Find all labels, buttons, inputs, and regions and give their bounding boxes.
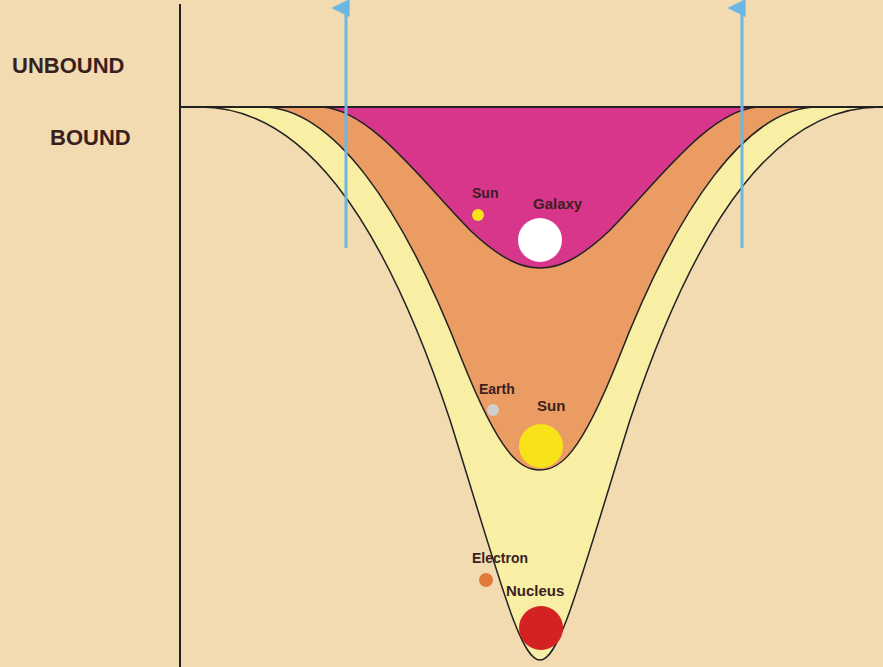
galaxy-dot — [518, 218, 562, 262]
body-label: Sun — [472, 186, 498, 201]
escape-arrow — [741, 8, 744, 248]
body-label: Earth — [479, 382, 515, 397]
particle-label: Electron — [472, 551, 528, 566]
atomic-well — [200, 107, 880, 660]
sun-dot — [472, 209, 484, 221]
body-label: Sun — [537, 398, 565, 415]
electron-dot — [479, 573, 493, 587]
state-label: UNBOUND — [12, 54, 124, 78]
energy-axis — [179, 4, 181, 667]
sun-dot — [519, 424, 563, 468]
earth-dot — [487, 404, 499, 416]
nucleus-dot — [519, 606, 563, 650]
escape-arrow — [345, 8, 348, 248]
particle-label: Nucleus — [506, 583, 564, 600]
galactic-well — [322, 107, 758, 268]
state-label: BOUND — [50, 126, 131, 150]
body-label: Galaxy — [533, 196, 582, 213]
bound-threshold — [180, 106, 883, 108]
